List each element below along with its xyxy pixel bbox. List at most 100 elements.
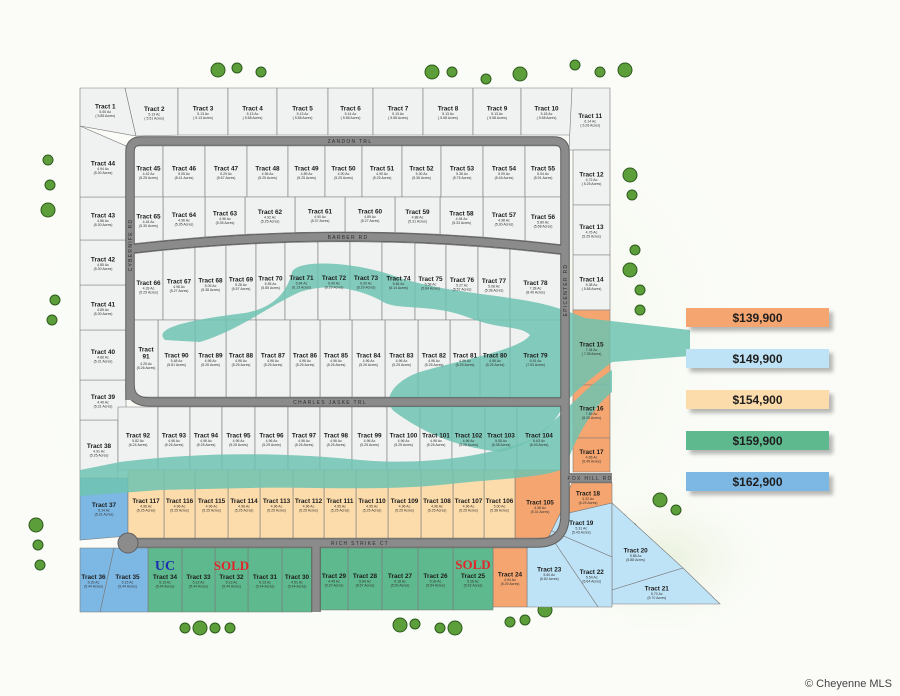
tract-gross-acreage: (5.26 Acres) [232,363,251,367]
tract-name: Tract 16 [579,406,604,413]
tree-icon [652,492,668,508]
tract-gross-acreage: (5.25 Acres) [425,363,444,367]
tract-gross-acreage: (5.38 Acres) [492,443,511,447]
tract-acreage: 4.96 Ac [206,505,218,509]
tract-label-93: Tract 934.96 Ac(5.26 Acres) [162,433,187,448]
tract-name: Tract 84 [356,353,381,360]
tree-icon [40,202,56,218]
tract-name: Tract 66 [136,280,161,287]
tract-acreage: 5.08 Ac [495,439,507,443]
tree-icon [617,62,633,78]
tract-gross-acreage: (5.45 Acres) [582,460,601,464]
tract-name: Tract 35 [115,574,140,581]
tract-gross-acreage: (5.27 Acres) [170,289,189,293]
tract-gross-acreage: ( 5.58 Acres) [388,116,408,120]
tract-gross-acreage: (5.25 Acres) [139,176,158,180]
river-lower [80,370,612,496]
tract-name: Tract 78 [523,280,548,287]
tract-acreage: 4.90 Ac [338,172,350,176]
tract-name: Tract 67 [167,279,192,286]
tract-label-86: Tract 864.96 Ac(5.26 Acres) [293,353,318,368]
tract-label-9: Tract 95.13 Ac( 5.58 Acres) [487,106,508,121]
tract-label-15: Tract 157.34 Ac( 7.95 Acres) [579,342,604,357]
tract-gross-acreage: (7.53 Acres) [526,363,545,367]
tree-icon [49,294,61,306]
tract-name: Tract 31 [253,574,278,581]
tract-gross-acreage: (5.25 Acres) [392,363,411,367]
tract-label-13: Tract 134.76 Ac(5.25 Acres) [579,224,604,239]
tract-gross-acreage: (6.13 Acres) [292,286,311,290]
tract-36[interactable] [79,547,115,613]
tract-label-92: Tract 925.82 Ac(6.24 Acres) [126,433,151,448]
tract-label-24: Tract 244.94 Ac(5.25 Acres) [498,572,523,587]
tract-labels: Tract 15.50 Ac( 5.85 Acres)Tract 25.13 A… [81,104,669,601]
tract-parcel[interactable] [79,547,115,613]
tract-gross-acreage: ( 5.58 Acres) [438,116,458,120]
tract-name: Tract 95 [226,433,251,440]
tract-name: Tract 111 [326,498,353,505]
tract-gross-acreage: (6.29 Acres) [325,285,344,289]
tract-name: Tract 106 [486,498,514,505]
tract-17[interactable] [572,437,611,473]
tree-icon [670,504,682,516]
tract-acreage: 4.96 Ac [140,505,152,509]
tract-gross-acreage: (5.31 Acres) [408,220,427,224]
tract-acreage: 5.58 Ac [425,282,437,286]
tract-gross-acreage: (5.25 Acres) [137,509,156,513]
tract-acreage: 5.13 Ac [148,112,160,116]
tract-gross-acreage: ( 6.26 Acres) [580,124,600,128]
tree-icon [409,618,421,630]
tract-gross-acreage: (5.44 Acres) [288,585,307,589]
tract-acreage: 5.13 Ac [392,112,404,116]
tract-name: Tract 70 [258,276,283,283]
tract-acreage: 4.94 Ac [456,217,468,221]
tract-name: Tract 49 [294,166,319,173]
tree-icon [209,622,221,634]
tract-name: Tract 86 [293,353,318,360]
legend-price: $139,900 [732,310,783,325]
tract-name: Tract 57 [492,212,517,219]
tract-name: Tract 55 [531,166,556,173]
tract-name: Tract 36 [81,574,106,581]
tract-label-30: Tract 304.51 Ac(5.44 Acres) [285,574,310,589]
tract-parcel[interactable] [572,437,611,473]
tract-acreage: 4.98 Ac [173,285,185,289]
tract-acreage: 4.49 Ac [97,401,109,405]
tree-icon [626,189,638,201]
tract-gross-acreage: (6.93 Acres) [530,443,549,447]
tract-acreage: 4.96 Ac [399,505,411,509]
road-label-epicenter: EPICENTER RD [563,264,569,317]
tract-gross-acreage: (5.25 Acres) [582,235,601,239]
tract-label-22: Tract 225.54 Ac(5.64 Acres) [580,569,605,584]
tract-name: Tract 103 [487,433,515,440]
tract-acreage: 5.70 Ac [651,592,663,596]
tract-acreage: 4.96 Ac [463,505,475,509]
tract-acreage: 4.96 Ac [174,505,186,509]
tree-icon [179,622,191,634]
tract-gross-acreage: (5.30 Acres) [495,222,514,226]
tract-name: Tract 90 [164,353,189,360]
tract-name: Tract 5 [292,106,313,113]
tract-acreage: 5.13 Ac [197,112,209,116]
tract-label-39: Tract 394.49 Ac(5.31 Acres) [91,394,116,409]
tract-acreage: 5.31 Ac [575,527,587,531]
tract-label-96: Tract 964.96 Ac(5.25 Acres) [259,433,284,448]
tract-acreage: 5.13 Ac [442,112,454,116]
tract-name: Tract 62 [258,209,283,216]
tract-label-60: Tract 604.89 Ac(5.27 Acres) [358,209,383,224]
tree-icon [447,620,463,636]
tract-gross-acreage: (5.67 Acres) [217,176,236,180]
tract-name: Tract 41 [91,302,116,309]
tract-gross-acreage: (5.91 Acres) [534,176,553,180]
tract-acreage: 5.04 Ac [537,172,549,176]
tract-gross-acreage: (5.67 Acres) [356,584,375,588]
tract-acreage: 4.98 Ac [498,218,510,222]
tract-acreage: 6.14 Ac [584,120,596,124]
tract-label-33: Tract 335.12 Ac(5.44 Acres) [186,574,211,589]
tract-name: Tract 2 [144,106,165,113]
tract-name: Tract 92 [126,433,151,440]
tract-gross-acreage: (5.31 Acres) [95,513,114,517]
